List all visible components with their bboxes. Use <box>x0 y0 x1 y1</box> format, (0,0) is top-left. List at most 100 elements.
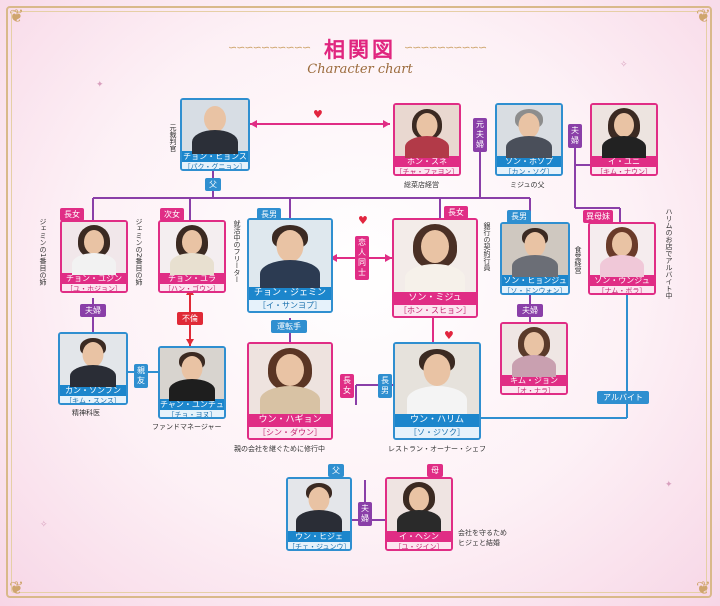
heart-icon: ♥ <box>313 108 323 121</box>
character-actor: ［パク・グニョン］ <box>182 162 248 171</box>
portrait <box>182 100 248 154</box>
page-subtitle: Character chart <box>307 62 413 77</box>
character-card-sonhun[interactable]: カン・ソンフン ［キム・スンス］ <box>58 332 128 405</box>
character-name: ソン・ヒョンジュ <box>502 275 568 286</box>
character-actor: ［イ・サンヨプ］ <box>249 300 331 311</box>
note-jemin: 就活中のフリーター <box>233 220 241 283</box>
title-ornament-right: ∽∽∽∽∽∽∽∽∽∽ <box>404 41 487 54</box>
sparkle-icon: ✦ <box>96 80 104 90</box>
tag-couple-yujin: 夫婦 <box>80 304 106 317</box>
character-actor: ［ソ・ドンウォン］ <box>502 286 568 295</box>
corner-ornament-icon: ❦ <box>695 578 711 599</box>
portrait <box>387 479 451 532</box>
portrait <box>160 222 224 275</box>
tag-ex-couple: 元夫婦 <box>473 118 487 152</box>
portrait <box>160 348 224 401</box>
character-card-hije[interactable]: ウン・ヒジェ ［チェ・ジュンウ］ <box>286 477 352 551</box>
character-name: チョン・ヒョンス <box>182 151 248 162</box>
tag-half-sister: 異母妹 <box>583 210 613 223</box>
character-card-unju[interactable]: ソン・ウンジュ ［ナム・ボラ］ <box>588 222 656 295</box>
character-actor: ［チョ・ヨヌ］ <box>160 410 224 417</box>
note-hoseob: ミジュの父 <box>510 181 545 189</box>
character-card-yunchul[interactable]: チャン・ユンチュル ［チョ・ヨヌ］ <box>158 346 226 419</box>
character-card-yuni[interactable]: イ・ユニ ［キム・ナウン］ <box>590 103 658 176</box>
tag-affair: 不倫 <box>177 312 203 325</box>
tag-father: 父 <box>205 178 221 191</box>
portrait <box>590 224 654 277</box>
sparkle-icon: ✧ <box>40 520 48 530</box>
character-actor: ［ユ・ホジョン］ <box>62 284 126 291</box>
character-name: ソン・ホソプ <box>497 156 561 167</box>
heart-icon: ♥ <box>444 329 454 342</box>
tag-lovers: 恋人同士 <box>355 236 369 280</box>
portrait <box>288 479 350 532</box>
portrait <box>60 334 126 387</box>
heart-icon: ♥ <box>358 214 368 227</box>
note-yura: ジェミンの2番目の姉 <box>135 218 143 286</box>
character-name: カン・ソンフン <box>60 385 126 396</box>
note-hesin: 会社を守るため ヒジェと結婚 <box>458 529 507 547</box>
character-actor: ［ハン・ゴウン］ <box>160 284 224 291</box>
title-ornament-left: ∽∽∽∽∽∽∽∽∽∽ <box>228 41 311 54</box>
corner-ornament-icon: ❦ <box>695 6 711 27</box>
character-name: ウン・ハギョン <box>249 414 331 427</box>
portrait <box>394 220 476 292</box>
character-name: ウン・ヒジェ <box>288 531 350 542</box>
tag-couple-top: 夫婦 <box>568 124 582 148</box>
tag-friend: 親友 <box>134 364 148 388</box>
corner-ornament-icon: ❦ <box>9 6 25 27</box>
character-card-mija[interactable]: ソン・ミジュ ［ホン・スヒョン］ <box>392 218 478 318</box>
character-card-hesin[interactable]: イ・ヘシン ［ユ・ジイン］ <box>385 477 453 551</box>
tag-eldest-daughter-mija: 長女 <box>444 206 468 219</box>
character-card-yura[interactable]: チョン・ユラ ［ハン・ゴウン］ <box>158 220 226 293</box>
gold-frame <box>6 6 712 598</box>
portrait <box>62 222 126 275</box>
sparkle-icon: ✧ <box>620 60 628 70</box>
character-name: チョン・ユラ <box>160 273 224 284</box>
tag-eldest-son-hyonju: 長男 <box>507 210 531 223</box>
character-actor: ［キム・スンス］ <box>60 396 126 403</box>
character-name: イ・ヘシン <box>387 531 451 542</box>
portrait <box>249 220 331 288</box>
character-card-yujin[interactable]: チョン・ユジン ［ユ・ホジョン］ <box>60 220 128 293</box>
tag-eldest-daughter-hagyun: 長女 <box>340 374 354 398</box>
character-card-hyunsu[interactable]: チョン・ヒョンス ［パク・グニョン］ <box>180 98 250 171</box>
note-unju: ハリムのお店でアルバイト中 <box>665 208 673 299</box>
character-card-hyonju[interactable]: ソン・ヒョンジュ ［ソ・ドンウォン］ <box>500 222 570 295</box>
sparkle-icon: ✦ <box>665 480 673 490</box>
character-card-jemin[interactable]: チョン・ジェミン ［イ・サンヨプ］ <box>247 218 333 313</box>
note-yunchul: ファンドマネージャー <box>152 423 222 431</box>
character-name: チャン・ユンチュル <box>160 399 224 410</box>
gold-frame-inner <box>11 11 707 593</box>
tag-eldest-daughter: 長女 <box>60 208 84 221</box>
character-actor: ［オ・ナラ］ <box>502 386 566 393</box>
character-name: ホン・スネ <box>395 156 459 167</box>
tag-driver: 運転手 <box>271 320 307 333</box>
note-mija: 銀行の契約行員 <box>483 222 491 271</box>
note-sunhee: 総菜店経営 <box>404 181 439 189</box>
character-card-jijon[interactable]: キム・ジョン ［オ・ナラ］ <box>500 322 568 395</box>
tag-mother-hesin: 母 <box>427 464 443 477</box>
character-card-sunhee[interactable]: ホン・スネ ［チャ・ファヨン］ <box>393 103 461 176</box>
note-hyunsu: 元裁判官 <box>169 124 177 152</box>
character-name: ウン・ハリム <box>395 414 479 427</box>
note-yujin: ジェミンの1番目の姉 <box>39 218 47 286</box>
tag-couple-hyonju: 夫婦 <box>517 304 543 317</box>
portrait <box>395 105 459 158</box>
portrait <box>502 324 566 377</box>
character-actor: ［ナム・ボラ］ <box>590 286 654 293</box>
note-harim: レストラン・オーナー・シェフ <box>388 445 486 453</box>
character-name: ソン・ミジュ <box>394 292 476 305</box>
character-actor: ［ソ・ジソク］ <box>395 427 479 438</box>
portrait <box>249 344 331 414</box>
character-actor: ［キム・ナウン］ <box>592 167 656 174</box>
portrait <box>502 224 568 277</box>
character-actor: ［カン・ソグ］ <box>497 167 561 174</box>
character-card-hoseob[interactable]: ソン・ホソプ ［カン・ソグ］ <box>495 103 563 176</box>
tag-eldest-son-harim: 長男 <box>378 374 392 398</box>
corner-ornament-icon: ❦ <box>9 578 25 599</box>
tag-second-daughter: 次女 <box>160 208 184 221</box>
character-card-harim[interactable]: ウン・ハリム ［ソ・ジソク］ <box>393 342 481 440</box>
character-card-hagyun[interactable]: ウン・ハギョン ［シン・ダウン］ <box>247 342 333 440</box>
